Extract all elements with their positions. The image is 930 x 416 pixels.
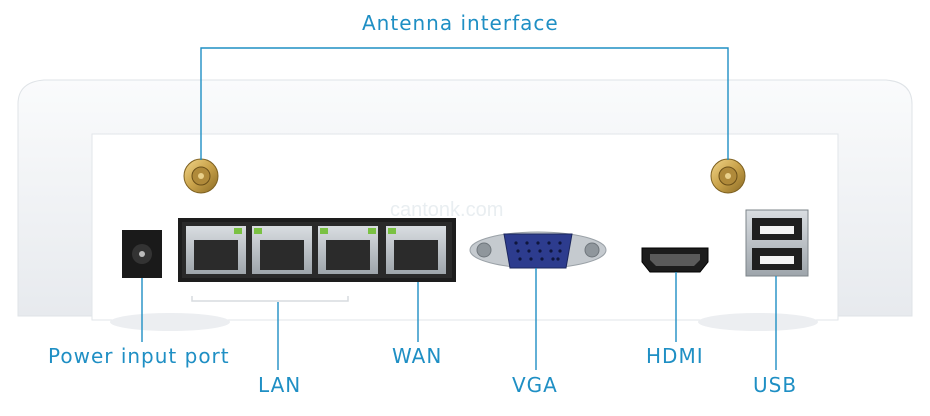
rj45-port-icon — [252, 226, 312, 274]
callout-lines — [141, 47, 777, 370]
antenna-connector-icon — [183, 158, 219, 194]
rj45-port-icon — [186, 226, 246, 274]
wan-label: WAN — [392, 344, 443, 368]
vga-port-icon — [469, 231, 607, 269]
lan-bracket — [191, 296, 349, 302]
watermark: cantonk.com — [390, 199, 504, 221]
hdmi-label: HDMI — [646, 344, 704, 368]
power-input-port-label: Power input port — [48, 344, 230, 368]
lan-label: LAN — [258, 373, 302, 397]
hdmi-port-icon — [641, 247, 709, 273]
power-jack-icon — [122, 230, 162, 278]
right-foot — [698, 313, 818, 331]
rj45-port-icon — [318, 226, 378, 274]
antenna-connector-icon — [710, 158, 746, 194]
usb-port-icon — [745, 209, 809, 277]
antenna-interface-label: Antenna interface — [362, 11, 559, 35]
left-foot — [110, 313, 230, 331]
usb-label: USB — [753, 373, 798, 397]
vga-label: VGA — [512, 373, 558, 397]
rj45-port-icon — [386, 226, 446, 274]
